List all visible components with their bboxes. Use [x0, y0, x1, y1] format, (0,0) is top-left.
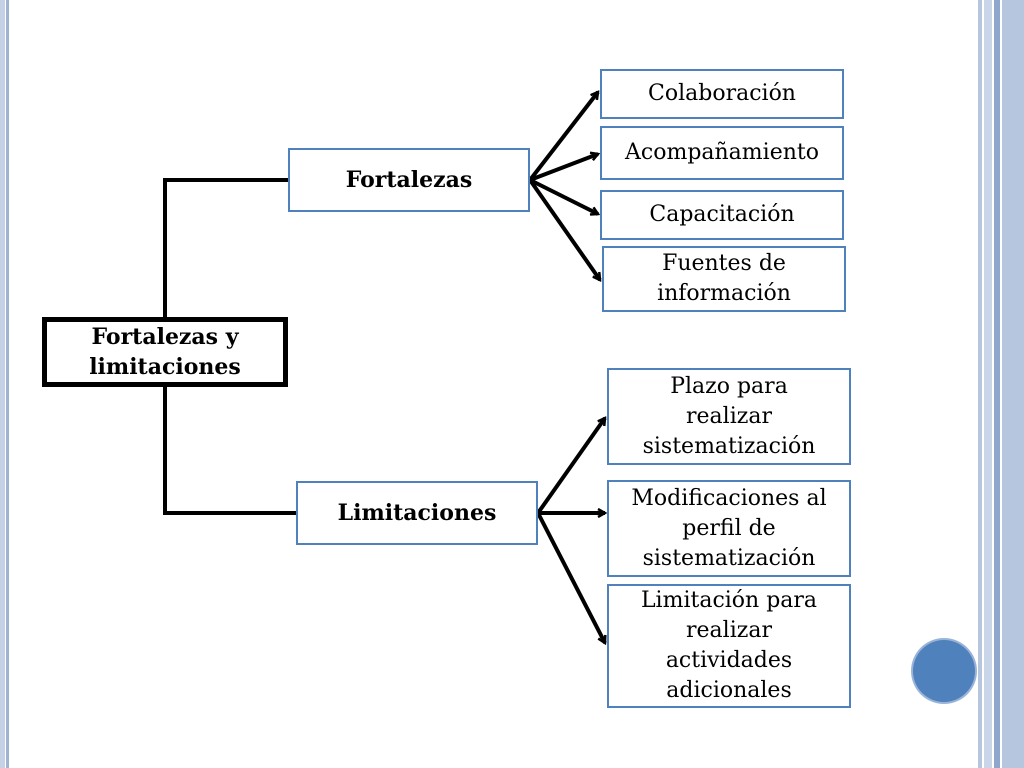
left-border-decoration: [0, 0, 12, 768]
leaf-node-acompanamiento: Acompañamiento: [600, 126, 844, 180]
root-node: Fortalezas y limitaciones: [42, 317, 288, 387]
leaf-node-fuentes-de-informacion: Fuentes de información: [602, 246, 846, 312]
leaf-node-capacitacion: Capacitación: [600, 190, 844, 240]
right-border-decoration: [978, 0, 1024, 768]
leaf-node-plazo: Plazo para realizar sistematización: [607, 368, 851, 465]
arrow-fortalezas-capacitacion: [529, 178, 598, 216]
arrow-fortalezas-colaboracion: [528, 92, 600, 182]
connector-root-limitaciones: [163, 385, 296, 515]
arrow-limitaciones-limitacion: [536, 512, 607, 643]
leaf-node-modificaciones: Modificaciones al perfil de sistematizac…: [607, 480, 851, 577]
leaf-node-limitacion: Limitación para realizar actividades adi…: [607, 584, 851, 708]
accent-circle: [913, 640, 975, 702]
arrow-fortalezas-fuentes: [528, 178, 602, 280]
branch-node-limitaciones: Limitaciones: [296, 481, 538, 545]
arrow-fortalezas-acompanamiento: [529, 154, 598, 182]
leaf-node-colaboracion: Colaboración: [600, 69, 844, 119]
branch-node-fortalezas: Fortalezas: [288, 148, 530, 212]
connector-root-fortalezas: [163, 178, 288, 318]
arrow-limitaciones-plazo: [536, 418, 607, 515]
